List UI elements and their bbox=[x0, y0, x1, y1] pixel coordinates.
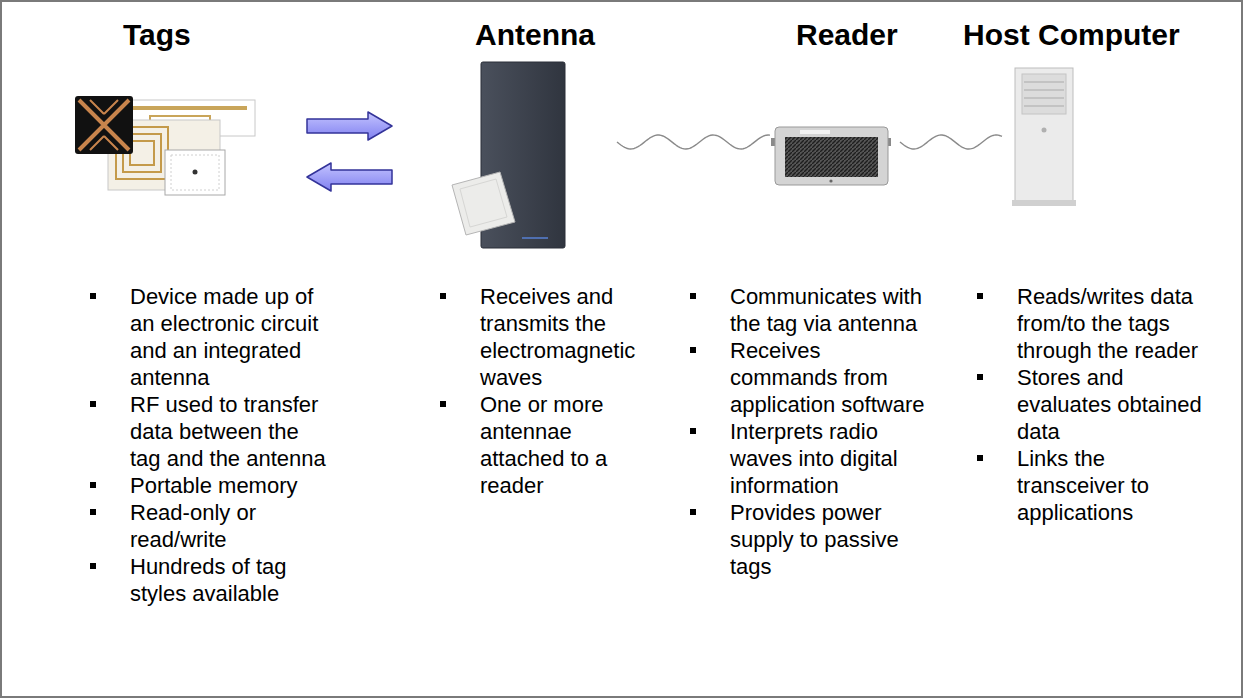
component-column: AntennaReceives and transmits the electr… bbox=[435, 18, 655, 503]
component-column: Host ComputerReads/writes data from/to t… bbox=[972, 18, 1209, 530]
component-heading: Antenna bbox=[475, 18, 595, 52]
host-computer-picture bbox=[1012, 68, 1076, 206]
tag-white bbox=[165, 150, 225, 195]
power-button bbox=[1042, 128, 1047, 133]
bullet-point: One or more antennae attached to a reade… bbox=[480, 391, 655, 499]
component-heading: Host Computer bbox=[963, 18, 1180, 52]
bullet-point: Links the transceiver to applications bbox=[1017, 445, 1209, 526]
component-heading: Tags bbox=[123, 18, 191, 52]
bullet-list: Communicates with the tag via antennaRec… bbox=[685, 283, 928, 580]
bullet-point: Read-only or read/write bbox=[130, 499, 335, 553]
reader-grille bbox=[785, 137, 878, 177]
antenna-picture bbox=[452, 62, 565, 248]
picture-area bbox=[1007, 64, 1080, 210]
component-heading: Reader bbox=[796, 18, 898, 52]
tag-black-antenna bbox=[90, 100, 118, 150]
bullet-point: Device made up of an electronic circuit … bbox=[130, 283, 335, 391]
picture-area bbox=[775, 120, 895, 190]
tag-black-antenna bbox=[79, 100, 129, 150]
bullet-point: Communicates with the tag via antenna bbox=[730, 283, 928, 337]
bullet-point: Receives commands from application softw… bbox=[730, 337, 928, 418]
tag-coil bbox=[130, 141, 154, 165]
reader-led bbox=[829, 179, 832, 182]
bullet-point: Receives and transmits the electromagnet… bbox=[480, 283, 655, 391]
picture-area bbox=[70, 60, 302, 250]
bullet-list: Receives and transmits the electromagnet… bbox=[435, 283, 655, 499]
tag-black bbox=[75, 96, 133, 154]
bullet-point: Reads/writes data from/to the tags throu… bbox=[1017, 283, 1209, 364]
tag-white-grid bbox=[171, 155, 219, 190]
bullet-point: Portable memory bbox=[130, 472, 335, 499]
block-arrow bbox=[307, 112, 392, 140]
reader-picture bbox=[771, 127, 891, 185]
tags-picture bbox=[75, 96, 255, 195]
picture-area bbox=[397, 58, 612, 252]
component-column: ReaderCommunicates with the tag via ante… bbox=[685, 18, 928, 584]
component-column: TagsDevice made up of an electronic circ… bbox=[85, 18, 335, 611]
bullet-point: Stores and evaluates obtained data bbox=[1017, 364, 1209, 445]
bullet-point: Hundreds of tag styles available bbox=[130, 553, 335, 607]
block-arrow bbox=[307, 163, 392, 191]
bullet-list: Device made up of an electronic circuit … bbox=[85, 283, 335, 607]
wireless-link bbox=[617, 135, 770, 149]
drive-bays bbox=[1022, 74, 1066, 114]
tag-chip bbox=[193, 170, 198, 175]
tower-case bbox=[1015, 68, 1073, 202]
bullet-point: Interprets radio waves into digital info… bbox=[730, 418, 928, 499]
bullet-point: Provides power supply to passive tags bbox=[730, 499, 928, 580]
reader-label bbox=[800, 130, 830, 134]
wireless-link bbox=[900, 135, 1002, 149]
bullet-list: Reads/writes data from/to the tags throu… bbox=[972, 283, 1209, 526]
drive-bay-lines bbox=[1024, 82, 1064, 106]
tower-base bbox=[1012, 200, 1076, 206]
bullet-point: RF used to transfer data between the tag… bbox=[130, 391, 335, 472]
antenna-small bbox=[452, 172, 515, 235]
antenna-logo bbox=[522, 237, 548, 239]
reader-box bbox=[775, 127, 888, 185]
antenna-small-face bbox=[460, 179, 507, 227]
tag-antenna-trace bbox=[126, 106, 247, 110]
